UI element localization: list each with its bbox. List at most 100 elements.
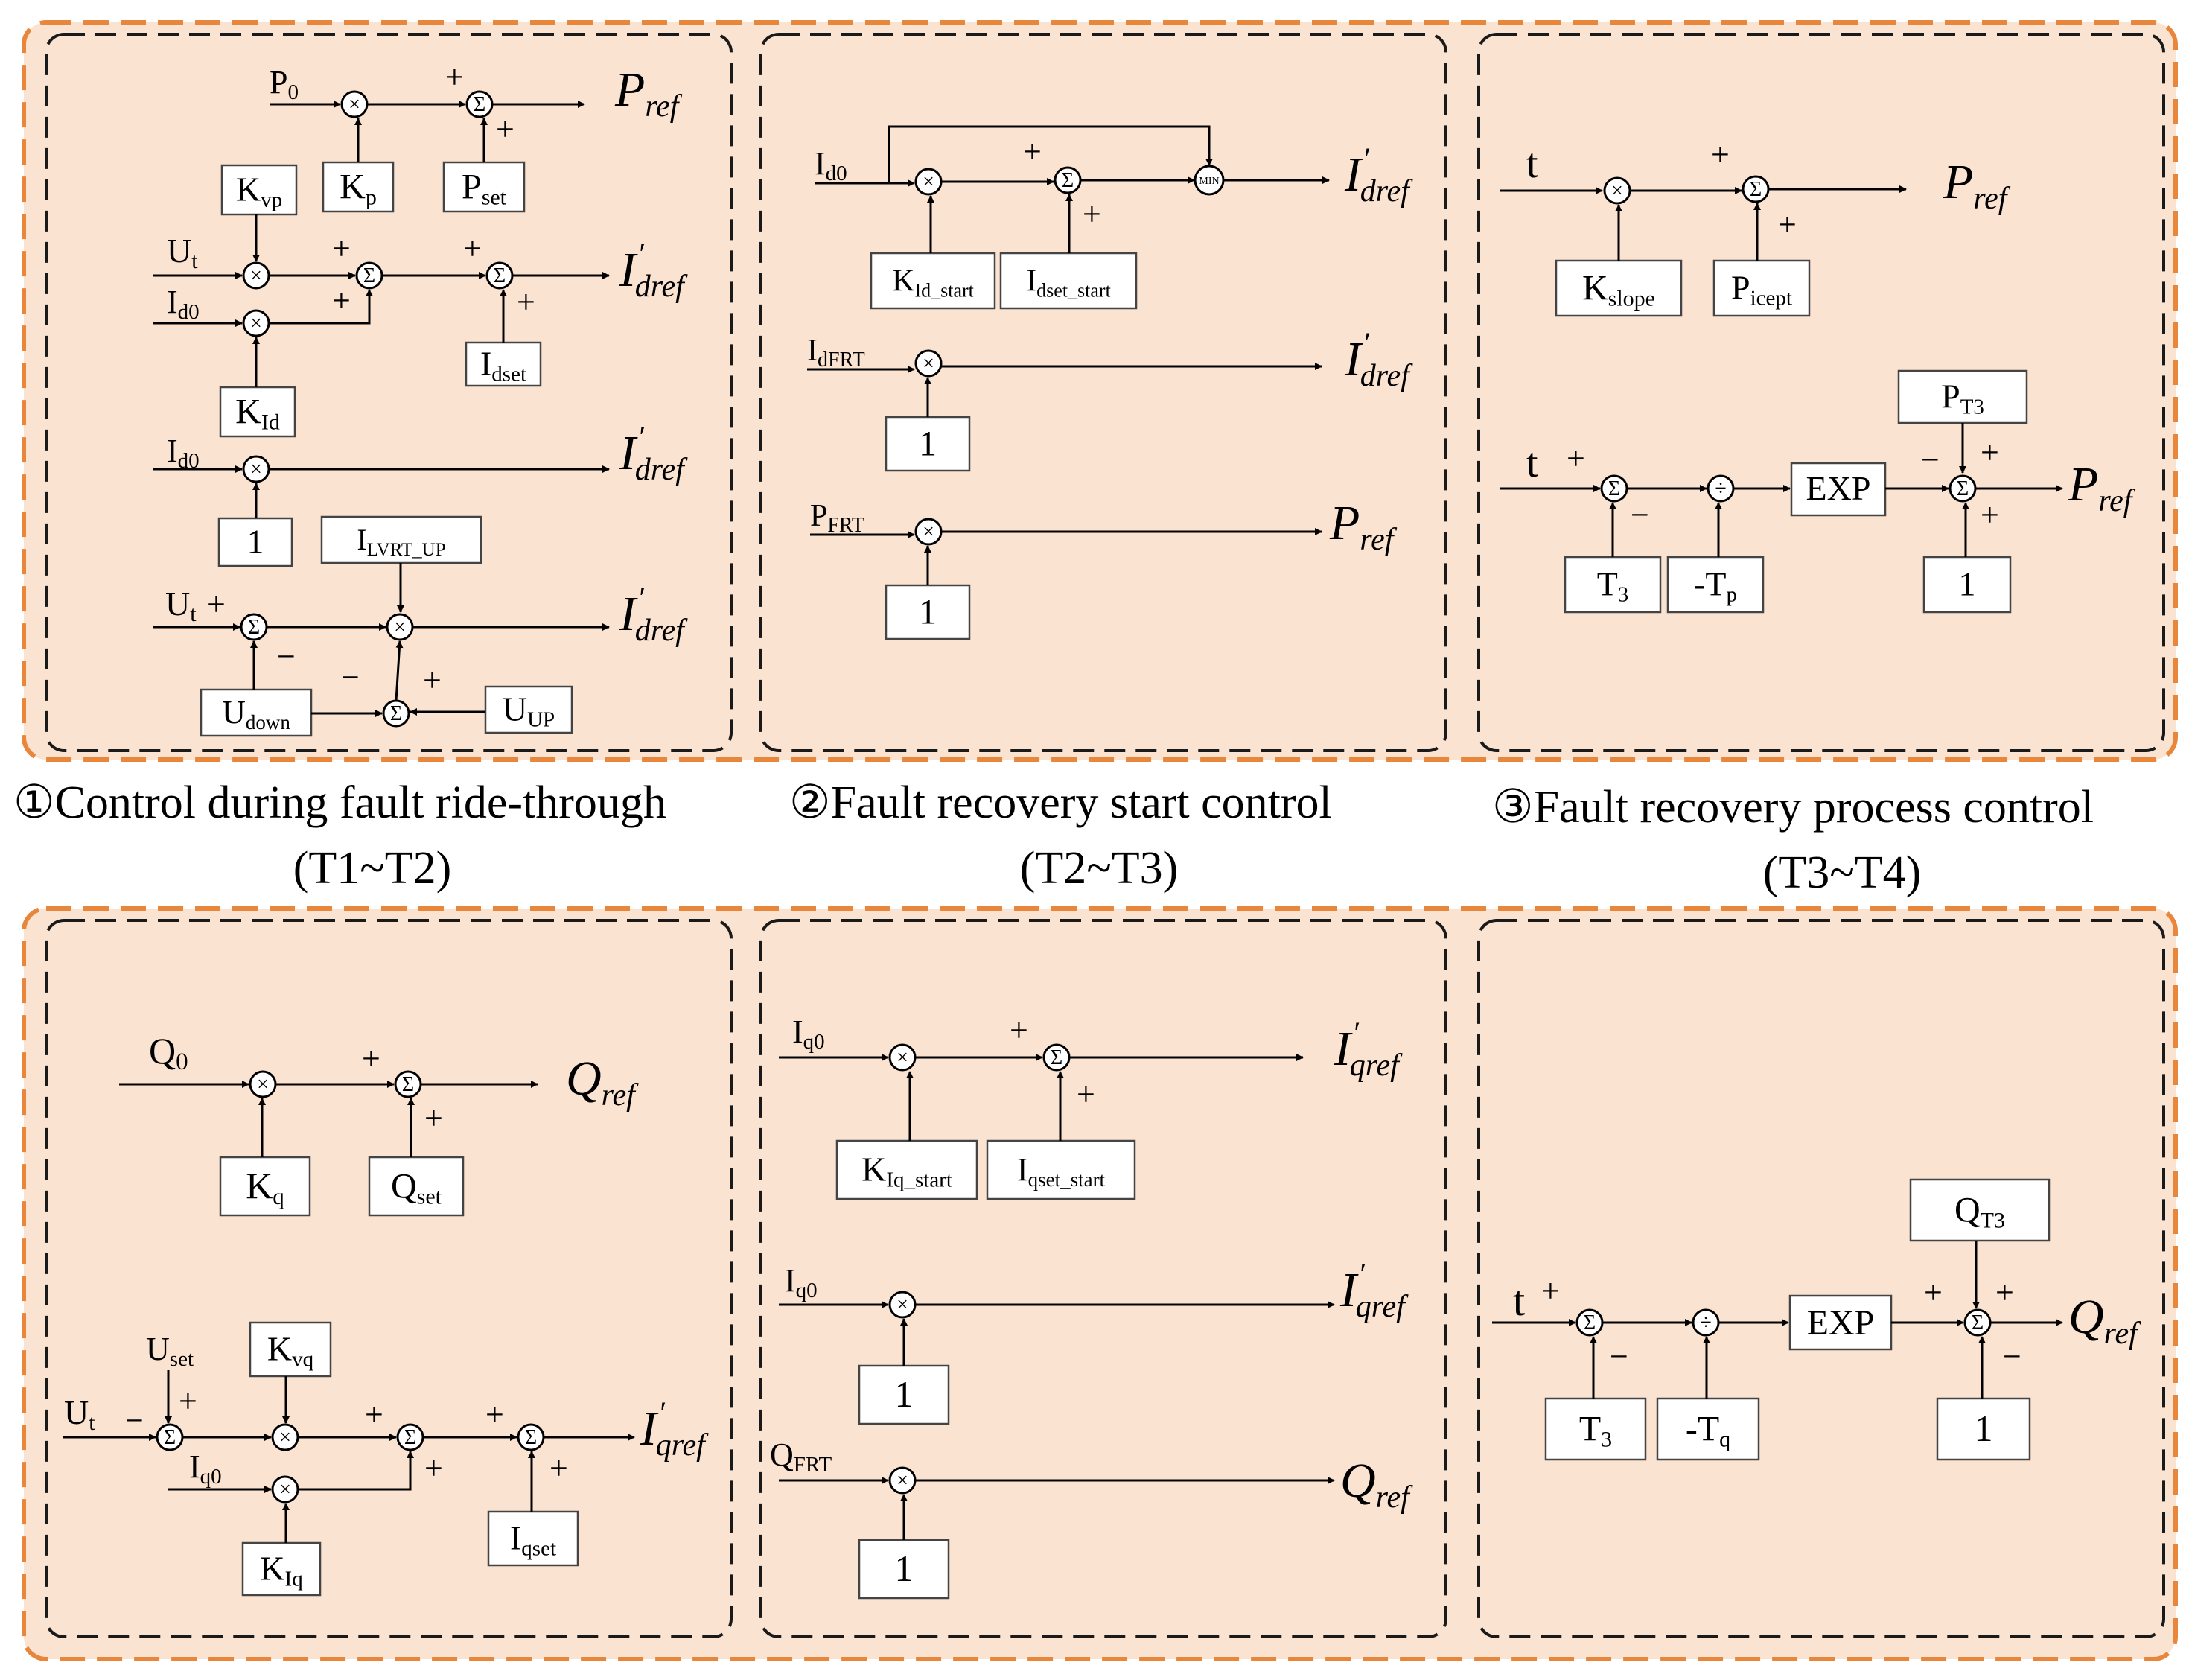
p1-sum-I1: Σ (355, 261, 383, 290)
svg-text:Kq: Kq (246, 1165, 284, 1209)
sign-label: + (1077, 1076, 1095, 1113)
caption-2-period: (T2~T3) (1020, 843, 1179, 894)
p3-box-PT3: PT3 (1897, 369, 2028, 424)
sign-label: + (485, 1396, 504, 1433)
top-band (22, 20, 2178, 762)
p1-box-KId: KId (219, 386, 296, 438)
sign-label: + (423, 662, 442, 699)
p6-div: ÷ (1692, 1308, 1720, 1337)
signal-line (269, 289, 373, 325)
svg-text:Qset: Qset (391, 1166, 442, 1209)
svg-text:KId: KId (235, 392, 280, 434)
svg-text:Kslope: Kslope (1582, 268, 1655, 311)
signal-line (395, 640, 404, 701)
svg-text:Kp: Kp (340, 167, 377, 209)
p4-mult-Q0: × (249, 1070, 277, 1098)
caption-1-period: (T1~T2) (293, 843, 452, 894)
p2-out-Idref-1: I′dref (1344, 141, 1413, 209)
p1-out-Idref-3: I′dref (619, 581, 688, 648)
p1-Ut-label: Ut (167, 232, 198, 273)
p6-sum-T3: Σ (1576, 1308, 1604, 1337)
svg-text:Σ: Σ (402, 1073, 414, 1096)
svg-text:×: × (896, 1294, 908, 1317)
sign-label: + (1541, 1273, 1560, 1309)
svg-text:×: × (896, 1469, 908, 1492)
svg-text:×: × (923, 521, 934, 544)
svg-text:Idset: Idset (480, 345, 526, 386)
p1-mult-Id0: × (242, 309, 270, 337)
svg-text:÷: ÷ (1700, 1311, 1711, 1334)
p2-PFRT-label: PFRT (810, 499, 864, 537)
p1-out-Idref-1: I′dref (619, 237, 688, 304)
svg-text:×: × (923, 352, 934, 375)
sign-label: + (207, 586, 226, 623)
sign-label: − (1610, 1338, 1628, 1375)
sign-label: + (1711, 136, 1730, 173)
sign-label: + (1010, 1012, 1028, 1049)
sign-label: + (1995, 1274, 2014, 1311)
p6-exp-block: EXP (1788, 1294, 1893, 1351)
p1-out-Idref-2: I′dref (619, 420, 688, 487)
p4-Iq0-label: Iq0 (189, 1448, 222, 1489)
p3-box-one: 1 (1922, 556, 2012, 614)
svg-text:Σ: Σ (363, 264, 375, 287)
p1-sum-I2: Σ (485, 261, 514, 290)
svg-text:1: 1 (1959, 565, 1976, 603)
sign-label: − (1921, 442, 1940, 478)
p3-t-label-b: t (1526, 440, 1538, 486)
svg-text:Σ: Σ (494, 264, 506, 287)
panel-4-frame (45, 919, 733, 1638)
p5-Iq0-label-a: Iq0 (792, 1014, 825, 1054)
p1-box-one: 1 (217, 517, 293, 567)
sign-label: + (463, 230, 482, 267)
p2-mult-PFRT: × (914, 518, 943, 546)
p2-Id0-label: Id0 (815, 145, 847, 185)
svg-text:Σ: Σ (390, 702, 402, 725)
p2-out-Pref: Pref (1329, 496, 1398, 557)
p2-box-one-a: 1 (885, 416, 971, 472)
svg-text:1: 1 (895, 1373, 914, 1415)
svg-text:×: × (257, 1073, 269, 1096)
sign-label: + (1778, 206, 1797, 243)
sign-label: + (179, 1383, 197, 1419)
svg-text:×: × (923, 171, 934, 194)
svg-text:÷: ÷ (1715, 477, 1726, 500)
p1-Ut-label-b: Ut (165, 585, 197, 626)
p2-mult-Id0: × (914, 168, 943, 196)
svg-text:Σ: Σ (1051, 1046, 1062, 1069)
p2-box-Idset-start: Idset_start (999, 252, 1138, 310)
caption-3-period: (T3~T4) (1763, 847, 1922, 898)
sign-label: − (125, 1402, 144, 1439)
p5-sum-Iq: Σ (1042, 1043, 1071, 1072)
svg-text:Σ: Σ (525, 1426, 537, 1449)
panel-5-frame (759, 919, 1447, 1638)
svg-text:Iqset: Iqset (510, 1519, 556, 1561)
svg-text:QT3: QT3 (1954, 1190, 2005, 1232)
panel-2-frame (759, 33, 1447, 752)
p6-box-QT3: QT3 (1909, 1178, 2051, 1242)
panel-1-frame (45, 33, 733, 752)
svg-text:T3: T3 (1579, 1409, 1612, 1451)
p5-mult-Iq0-b: × (888, 1291, 917, 1319)
svg-text:-Tq: -Tq (1686, 1409, 1730, 1451)
sign-label: + (1924, 1274, 1943, 1311)
p1-out-Pref: Pref (614, 63, 683, 124)
p1-mult-Ut: × (242, 261, 270, 290)
svg-text:1: 1 (247, 523, 264, 561)
sign-label: + (445, 59, 464, 95)
p1-box-Kvp: Kvp (220, 164, 298, 216)
svg-text:×: × (250, 264, 262, 287)
sign-label: + (1567, 440, 1585, 477)
p5-out-Iqref-1: I′qref (1334, 1016, 1403, 1083)
p5-box-one-a: 1 (858, 1364, 950, 1425)
svg-text:Σ: Σ (1062, 169, 1074, 192)
p6-sum-out: Σ (1963, 1308, 1992, 1337)
p4-out-Iqref: I′qref (640, 1396, 709, 1463)
sign-label: + (332, 282, 351, 319)
p5-out-Iqref-2: I′qref (1339, 1257, 1409, 1324)
sign-label: + (1023, 133, 1042, 170)
svg-text:Σ: Σ (474, 93, 485, 116)
p1-P0-label: P0 (270, 64, 299, 104)
svg-text:Kvp: Kvp (236, 171, 282, 212)
